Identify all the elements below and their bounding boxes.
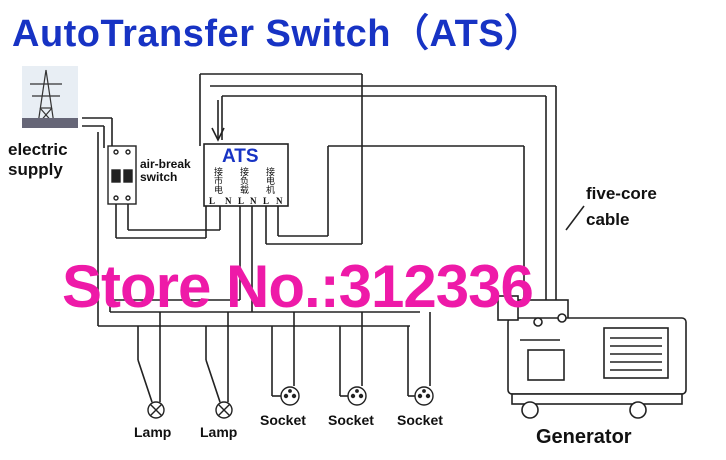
ats-col-mains: 接市电 [214, 167, 224, 195]
breaker-label: air-break switch [140, 158, 191, 184]
electric-supply-label: electric supply [8, 140, 68, 180]
load-label: Socket [397, 412, 443, 428]
load-label: Lamp [134, 424, 172, 440]
lamp-icon [215, 401, 233, 419]
generator-label: Generator [536, 426, 632, 448]
socket-icon [414, 386, 434, 406]
breaker-icon [107, 145, 137, 205]
power-tower-icon [22, 66, 78, 128]
cable-line-1: five-core [586, 184, 657, 203]
ats-box [203, 143, 289, 207]
cable-label: five-core cable [586, 184, 657, 230]
load-label: Lamp [200, 424, 238, 440]
ats-terminal: L [263, 196, 270, 206]
socket-icon [280, 386, 300, 406]
breaker-line-2: switch [140, 170, 178, 184]
socket-icon [347, 386, 367, 406]
page-title: AutoTransfer Switch（ATS） [12, 13, 543, 55]
ats-terminal: L [209, 196, 216, 206]
load-label: Socket [328, 412, 374, 428]
ats-col-generator: 接电机 [266, 167, 276, 195]
lamp-icon [147, 401, 165, 419]
supply-line-1: electric [8, 140, 68, 159]
ats-col-load: 接负载 [240, 167, 250, 195]
store-watermark: Store No.:312336 [62, 253, 534, 320]
ats-terminal: L [238, 196, 245, 206]
cable-line-2: cable [586, 210, 630, 229]
ats-terminal: N [276, 196, 283, 206]
load-label: Socket [260, 412, 306, 428]
ats-label: ATS [222, 146, 259, 167]
supply-line-2: supply [8, 160, 63, 179]
generator-icon [497, 295, 687, 419]
ats-terminal: N [225, 196, 232, 206]
ats-terminal: N [250, 196, 257, 206]
breaker-line-1: air-break [140, 157, 191, 171]
